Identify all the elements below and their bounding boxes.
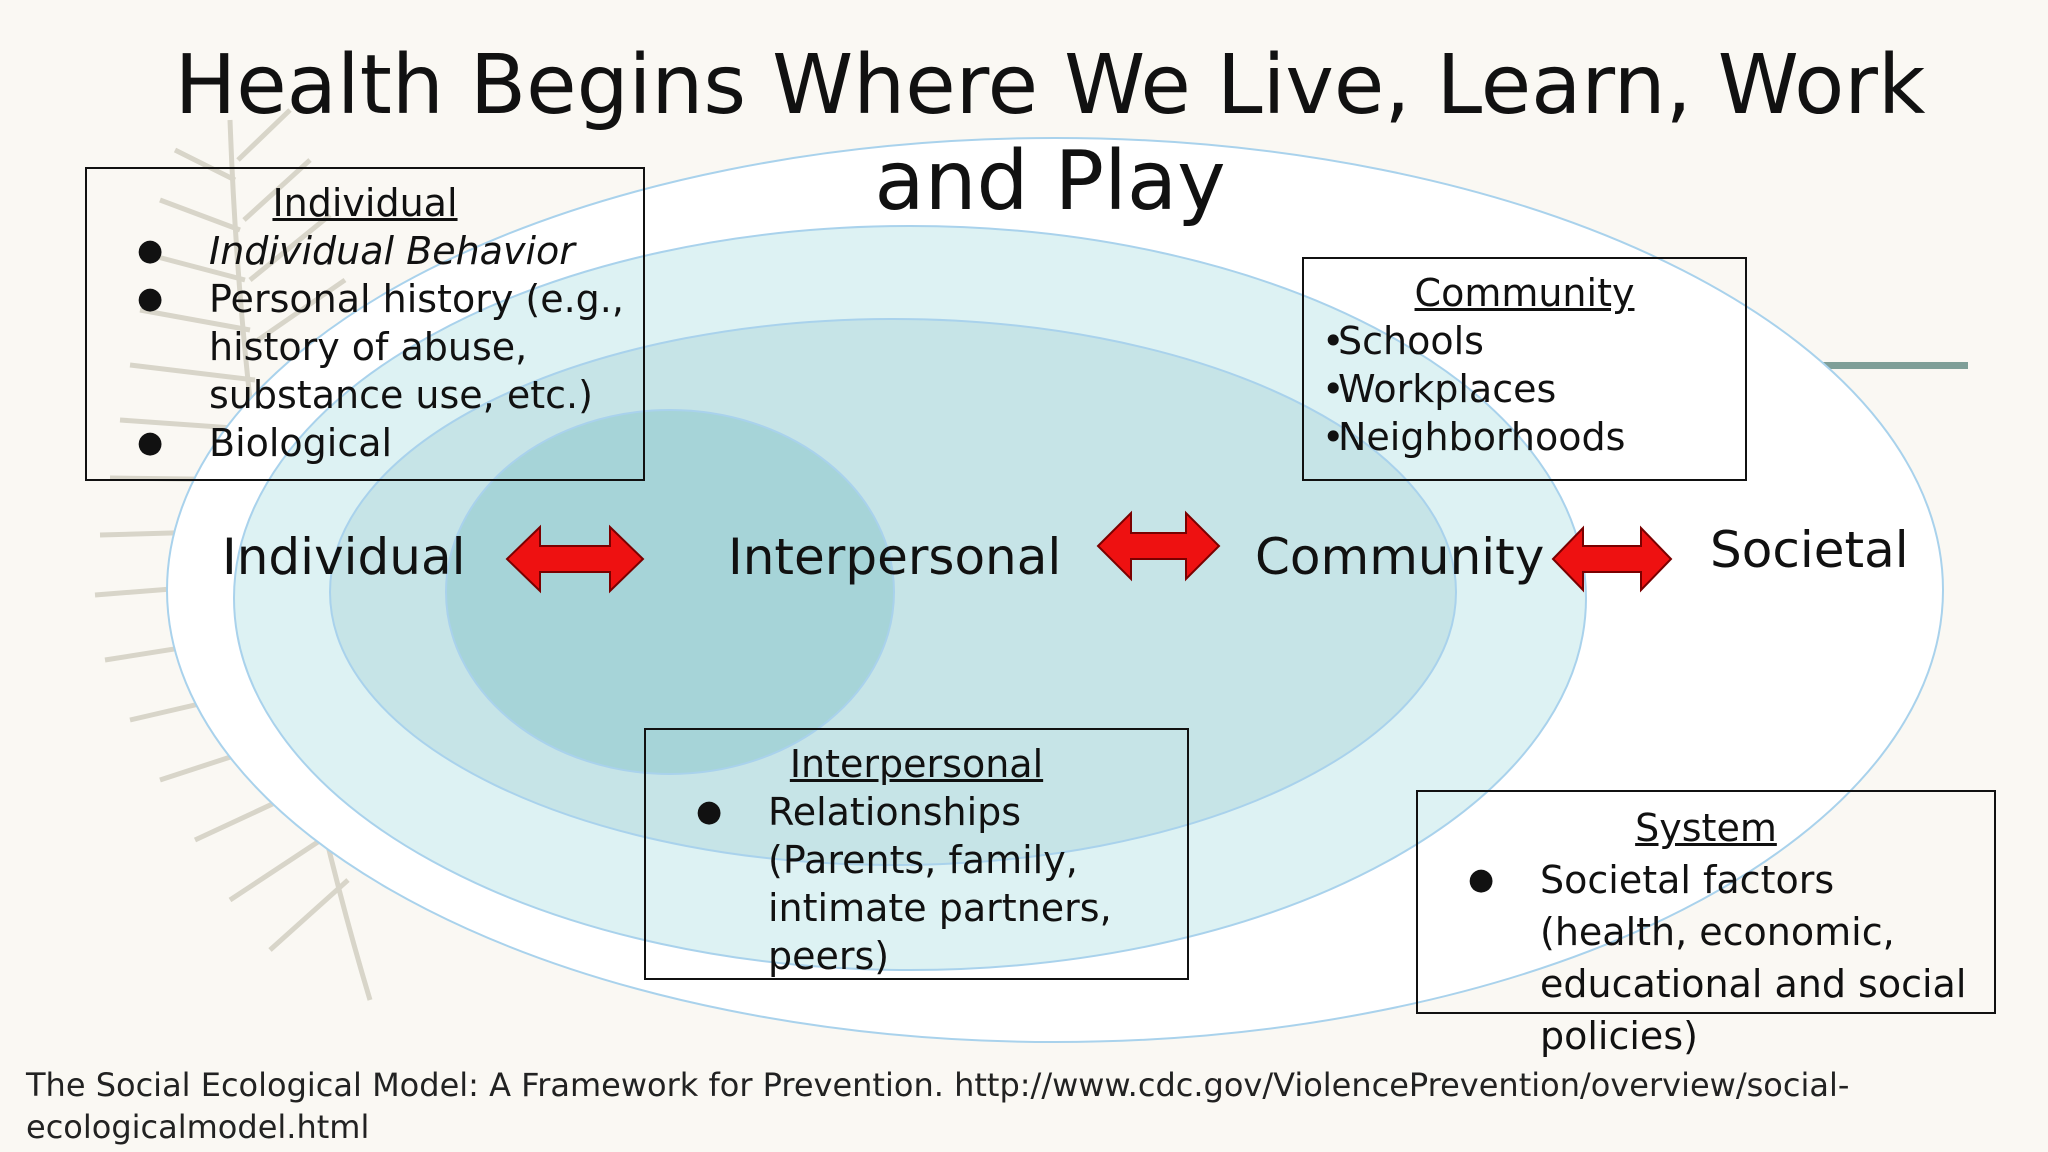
individual-box-title: Individual [272, 181, 458, 225]
double-arrow-icon [505, 524, 645, 594]
list-item: Neighborhoods [1318, 413, 1731, 461]
layer-label-societal: Societal [1710, 521, 1909, 579]
interpersonal-box-title: Interpersonal [789, 742, 1044, 786]
community-box-list: Schools Workplaces Neighborhoods [1318, 317, 1731, 461]
list-item: Individual Behavior [87, 227, 643, 275]
source-citation: The Social Ecological Model: A Framework… [26, 1066, 1850, 1146]
list-item: Schools [1318, 317, 1731, 365]
community-box: Community Schools Workplaces Neighborhoo… [1302, 257, 1747, 481]
system-box-title: System [1635, 806, 1777, 850]
list-item: Personal history (e.g., history of abuse… [87, 275, 643, 419]
interpersonal-box: Interpersonal Relationships (Parents, fa… [644, 728, 1189, 980]
list-item: Workplaces [1318, 365, 1731, 413]
individual-box: Individual Individual Behavior Personal … [85, 167, 645, 481]
system-box: System Societal factors (health, economi… [1416, 790, 1996, 1058]
individual-ring [445, 409, 895, 775]
accent-bar [1820, 362, 1968, 369]
list-item: Societal factors (health, economic, educ… [1418, 854, 1994, 1062]
individual-box-list: Individual Behavior Personal history (e.… [87, 227, 643, 467]
layer-label-interpersonal: Interpersonal [728, 528, 1062, 586]
layer-label-individual: Individual [222, 528, 466, 586]
double-arrow-icon [1551, 525, 1673, 593]
list-item: Relationships (Parents, family, intimate… [646, 788, 1187, 980]
community-box-title: Community [1414, 271, 1635, 315]
system-box-list: Societal factors (health, economic, educ… [1418, 854, 1994, 1062]
page-title: Health Begins Where We Live, Learn, Work… [174, 38, 1926, 229]
list-item: Biological [87, 419, 643, 467]
double-arrow-icon [1096, 510, 1221, 582]
interpersonal-box-list: Relationships (Parents, family, intimate… [646, 788, 1187, 980]
layer-label-community: Community [1255, 528, 1545, 586]
